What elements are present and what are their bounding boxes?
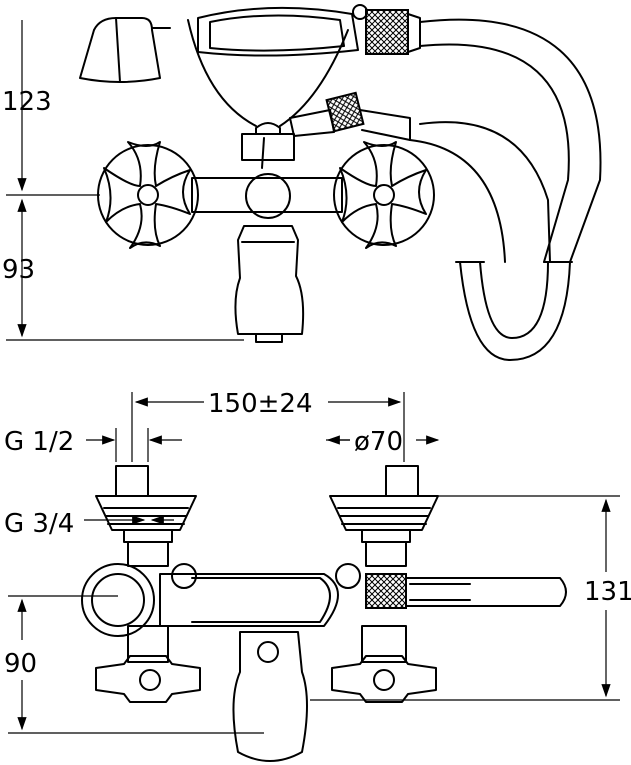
swivel-ring-left xyxy=(171,563,197,589)
cross-handle-right xyxy=(333,141,435,249)
dimension-front-height: 90 xyxy=(4,649,37,679)
dimension-inlet-thread: G 1/2 xyxy=(4,427,74,457)
front-view xyxy=(81,465,567,762)
center-hub xyxy=(245,173,291,219)
valve-stem-right xyxy=(361,625,407,663)
shower-head-inner xyxy=(91,573,145,627)
side-dimensions: 123 93 xyxy=(2,20,244,341)
dimension-spacing: 150±24 xyxy=(208,389,313,419)
dimension-outlet-thread: G 3/4 xyxy=(4,509,74,539)
dimension-rosette-diameter: ø70 xyxy=(354,427,403,457)
shower-hose xyxy=(409,18,602,361)
diverter-valve xyxy=(241,122,295,169)
inlet-rosette-left xyxy=(95,465,197,567)
inlet-rosette-right xyxy=(329,465,439,567)
hose-connector-side xyxy=(289,91,411,141)
spout-side xyxy=(234,225,305,343)
shower-head-front xyxy=(81,563,155,637)
cross-handle-front-right xyxy=(331,655,437,703)
shower-head xyxy=(79,17,171,83)
valve-stem-left xyxy=(127,625,169,663)
handset-cradle xyxy=(187,19,349,127)
shower-handle xyxy=(197,4,368,57)
front-dimensions: 150±24 G 1/2 ø70 G 3/4 131 90 xyxy=(4,389,631,734)
mixer-body-side xyxy=(191,177,343,213)
dimension-lower-height: 93 xyxy=(2,255,35,285)
cross-handle-left xyxy=(97,141,199,249)
dimension-overall-height: 131 xyxy=(584,577,631,607)
spout-front xyxy=(232,631,308,762)
side-view xyxy=(79,4,602,361)
cross-handle-front-left xyxy=(95,655,201,703)
handle-grip-front xyxy=(191,577,331,623)
swivel-ring-right xyxy=(335,563,361,589)
hose-connector-front xyxy=(365,573,567,609)
dimension-upper-height: 123 xyxy=(2,87,52,117)
mixer-body-front xyxy=(159,573,339,627)
hose-connector-top xyxy=(365,9,421,55)
